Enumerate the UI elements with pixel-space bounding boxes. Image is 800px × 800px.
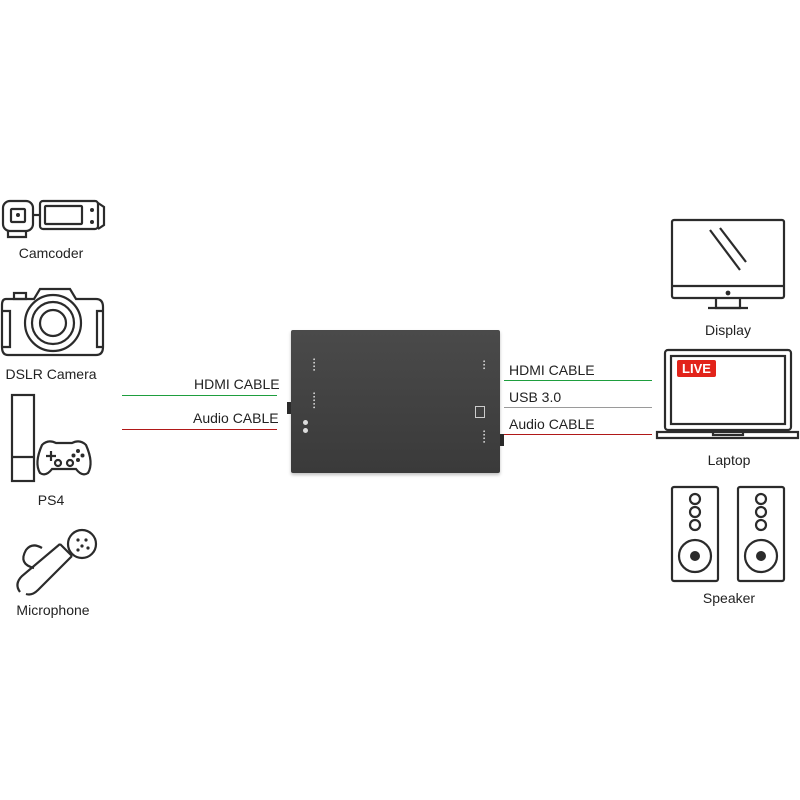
left-hdmi-cable-line — [122, 395, 277, 396]
hdmi-out-port-text: ● ● ● — [482, 360, 487, 370]
capture-device: ● ● ● ● ● ● ● ● ● ● ● ● ● ● ● ● — [291, 330, 500, 473]
laptop-icon — [655, 348, 800, 440]
microphone-icon — [16, 528, 98, 596]
right-hdmi-cable-line — [504, 380, 652, 381]
laptop-label: Laptop — [707, 452, 751, 468]
stereo-out-port-text: ● ● ● ● — [482, 430, 487, 443]
dslr-camera-icon — [0, 287, 105, 357]
hdmi-in-port-text: ● ● ● ● — [312, 358, 317, 371]
ps4-label: PS4 — [37, 492, 65, 508]
ps4-icon — [10, 393, 92, 483]
left-port-connector — [287, 402, 291, 414]
usb-port-mark — [475, 406, 485, 418]
audio-jack-dots — [303, 420, 309, 434]
right-usb-label: USB 3.0 — [509, 389, 562, 405]
live-badge: LIVE — [677, 360, 716, 377]
speaker-icon — [670, 485, 786, 583]
speaker-label: Speaker — [702, 590, 756, 606]
left-audio-cable-line — [122, 429, 277, 430]
right-usb-line — [504, 407, 652, 408]
right-audio-cable-line — [504, 434, 652, 435]
display-icon — [670, 218, 786, 310]
microphone-label: Microphone — [16, 602, 90, 618]
camcoder-label: Camcoder — [18, 245, 84, 261]
right-hdmi-cable-label: HDMI CABLE — [509, 362, 595, 378]
right-audio-cable-label: Audio CABLE — [509, 416, 595, 432]
left-audio-cable-label: Audio CABLE — [193, 410, 279, 426]
right-port-connector — [500, 434, 504, 446]
camcoder-icon — [1, 199, 106, 239]
dslr-camera-label: DSLR Camera — [5, 366, 97, 382]
left-hdmi-cable-label: HDMI CABLE — [194, 376, 280, 392]
audio-in-port-text: ● ● ● ● ● — [312, 392, 317, 409]
display-label: Display — [705, 322, 751, 338]
